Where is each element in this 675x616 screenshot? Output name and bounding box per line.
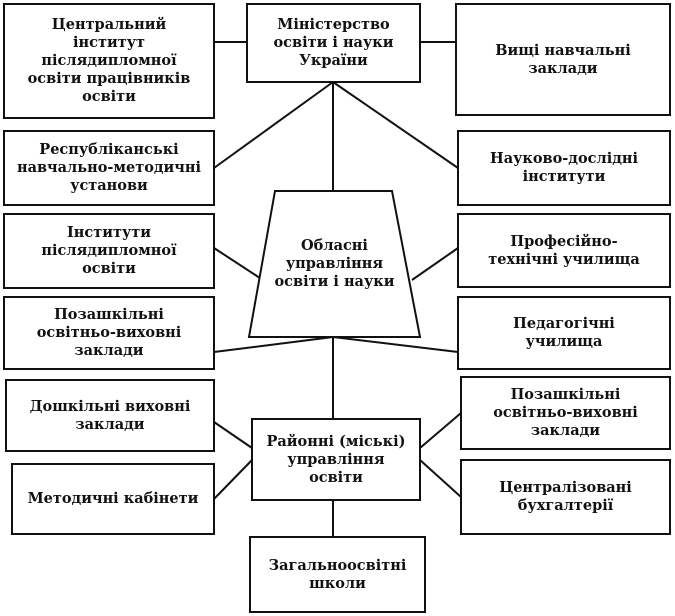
pedagogical-schools-label: Педагогічні училища <box>513 315 615 350</box>
higher-education-label: Вищі навчальні заклади <box>495 41 631 77</box>
node-shapes <box>3 3 671 613</box>
edge-methodical-district <box>213 459 253 500</box>
edge-district-extracurricular-right <box>419 412 462 449</box>
pedagogical-schools-box <box>457 296 671 370</box>
edge-district-accounting <box>419 459 462 498</box>
republican-methodical-label: Республіканські навчально-методичні уста… <box>16 141 202 194</box>
connectors <box>213 41 462 537</box>
edge-regional-extracurricular-left <box>213 336 334 353</box>
accounting-box <box>460 459 671 535</box>
postgraduate-institutes-box <box>3 213 215 289</box>
preschool-box <box>5 379 215 452</box>
edge-ministry-republican <box>213 81 334 169</box>
research-institutes-label: Науково-дослідні інститути <box>490 150 638 185</box>
extracurricular-right-box <box>460 376 671 450</box>
postgraduate-institutes-label: Інститути післядипломної освіти <box>41 224 177 277</box>
edge-regional-pedagogical <box>332 336 459 353</box>
central-institute-label: Центральний інститут післядипломної осві… <box>27 16 191 105</box>
extracurricular-right-label: Позашкільні освітньо-виховні заклади <box>493 386 638 439</box>
general-schools-box <box>249 536 426 613</box>
general-schools-label: Загальноосвітні школи <box>268 556 407 592</box>
edge-postgraduate-regional <box>213 247 264 281</box>
ministry-label: Міністерство освіти і науки України <box>273 16 394 69</box>
district-departments-box <box>251 418 421 501</box>
accounting-label: Централізовані бухгалтерії <box>499 479 632 514</box>
vocational-schools-box <box>457 213 671 288</box>
preschool-label: Дошкільні виховні заклади <box>29 397 191 433</box>
methodical-offices-label: Методичні кабінети <box>27 490 199 507</box>
higher-education-box <box>455 3 671 116</box>
district-departments-label: Районні (міські) управління освіти <box>266 432 406 486</box>
extracurricular-left-box <box>3 296 215 370</box>
methodical-offices-box <box>11 463 215 535</box>
edge-vocational-regional <box>411 247 459 281</box>
ministry-box <box>246 3 421 83</box>
extracurricular-left-label: Позашкільні освітньо-виховні заклади <box>36 306 182 359</box>
republican-methodical-box <box>3 130 215 206</box>
vocational-schools-label: Професійно- технічні училища <box>488 232 640 268</box>
research-institutes-box <box>457 130 671 206</box>
edge-preschool-district <box>213 421 253 449</box>
regional-departments-label: Обласні управління освіти і науки <box>274 237 395 290</box>
central-institute-box <box>3 3 215 119</box>
regional-departments-trapezoid <box>247 190 422 338</box>
edge-ministry-research <box>332 81 459 169</box>
